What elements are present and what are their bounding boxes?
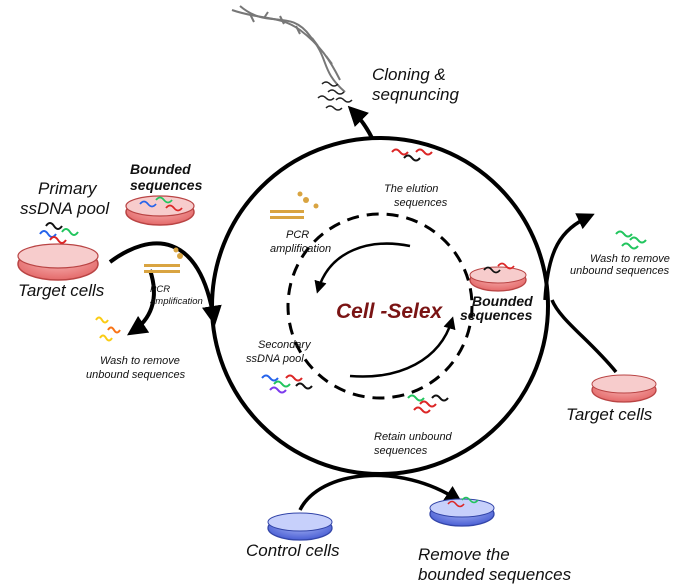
inner-dashed-circle <box>286 212 474 400</box>
secondary-pool-strands-icon <box>261 374 313 394</box>
unbound-strands-left-icon <box>95 316 121 342</box>
elution-label-line2: sequences <box>394 197 448 209</box>
target-cells-dish-left <box>17 222 99 281</box>
control-cells-label: Control cells <box>246 541 340 560</box>
pcr-inner-label-line2: amplification <box>270 243 331 255</box>
inner-arrow-top <box>314 242 411 294</box>
target-cells-left-label: Target cells <box>18 281 105 300</box>
remove-bounded-label-line1: Remove the <box>418 545 510 564</box>
pcr-primers-inner-icon <box>270 191 319 219</box>
secondary-pool-label-line2: ssDNA pool <box>246 353 304 365</box>
retain-label-line2: sequences <box>374 445 428 457</box>
arrow-to-cloning <box>347 105 374 139</box>
bounded-inner-label-line1: Bounded <box>472 293 533 309</box>
dna-fragments-icon <box>317 81 353 111</box>
arrow-left-wash <box>127 269 156 336</box>
cloning-label-line1: Cloning & <box>372 65 446 84</box>
elution-strands-icon <box>391 148 433 162</box>
bounded-upper-label-line1: Bounded <box>130 161 191 177</box>
elution-label-line1: The elution <box>384 183 438 195</box>
inner-arrow-bottom <box>349 316 456 378</box>
wash-left-label-line1: Wash to remove <box>100 355 180 367</box>
wash-left-label-line2: unbound sequences <box>86 369 186 381</box>
primary-pool-label-line1: Primary <box>38 179 98 198</box>
pcr-primers-left-icon <box>144 247 183 273</box>
arrow-right-target-up <box>550 299 618 374</box>
bounded-dish-inner <box>469 262 527 292</box>
dna-helix-icon <box>231 5 346 93</box>
target-cells-right-label: Target cells <box>566 405 653 424</box>
primary-pool-label-line2: ssDNA pool <box>20 199 110 218</box>
pcr-inner-label-line1: PCR <box>286 229 309 241</box>
bounded-upper-label-line2: sequences <box>130 177 203 193</box>
retain-strands-icon <box>407 394 449 414</box>
bounded-dish-upper <box>125 195 195 226</box>
arrow-control-in <box>298 473 463 511</box>
bounded-inner-label-line2: sequences <box>460 307 533 323</box>
target-cells-dish-right <box>591 374 657 403</box>
cell-selex-title: Cell -Selex <box>336 300 444 323</box>
control-cells-dish <box>267 512 333 541</box>
arrow-right-wash <box>543 213 595 301</box>
arrow-primary-into-cycle <box>108 241 222 326</box>
wash-right-label-line2: unbound sequences <box>570 265 670 277</box>
secondary-pool-label-line1: Secondary <box>258 339 312 351</box>
retain-label-line1: Retain unbound <box>374 431 453 443</box>
remove-bounded-dish <box>429 496 495 527</box>
remove-bounded-label-line2: bounded sequences <box>418 565 572 584</box>
wash-right-label-line1: Wash to remove <box>590 253 670 265</box>
pcr-left-label-line1: PCR <box>150 284 170 295</box>
cloning-label-line2: seqnuncing <box>372 85 460 104</box>
pcr-left-label-line2: amplification <box>150 296 203 307</box>
unbound-strands-right-icon <box>615 230 647 250</box>
